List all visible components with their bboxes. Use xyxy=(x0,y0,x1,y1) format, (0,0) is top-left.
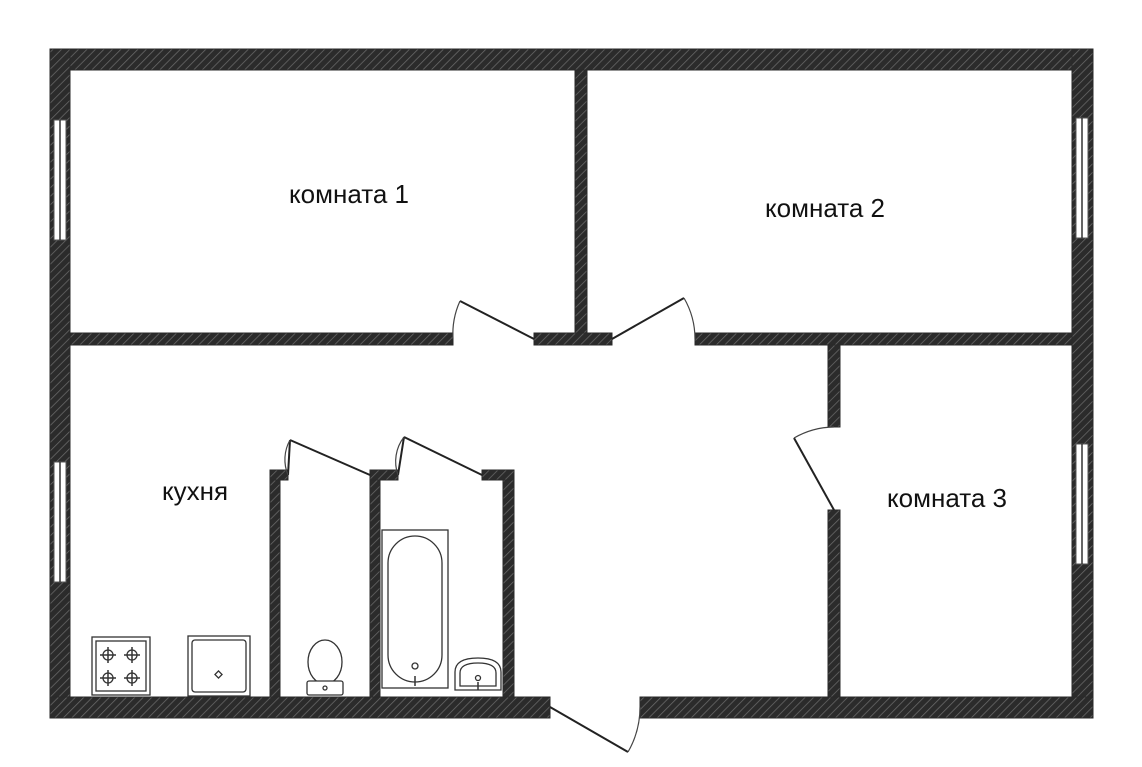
interior-walls xyxy=(69,69,1073,698)
kitchen-sink-icon xyxy=(187,635,251,697)
room1-label: комната 1 xyxy=(289,179,409,209)
door-room3 xyxy=(793,426,835,511)
windows xyxy=(53,117,1089,583)
stove-icon xyxy=(91,636,151,696)
bathtub-icon xyxy=(381,529,449,689)
door-room2 xyxy=(611,297,696,340)
door-bathroom xyxy=(395,436,483,476)
washbasin-icon xyxy=(454,657,502,691)
door-room1 xyxy=(452,300,535,340)
door-entrance xyxy=(549,706,641,753)
outer-walls xyxy=(49,48,1094,719)
door-toilet xyxy=(284,439,371,476)
doors xyxy=(284,297,835,753)
kitchen-label: кухня xyxy=(162,476,228,506)
toilet-icon xyxy=(306,639,344,696)
room2-label: комната 2 xyxy=(765,193,885,223)
room3-label: комната 3 xyxy=(887,483,1007,513)
